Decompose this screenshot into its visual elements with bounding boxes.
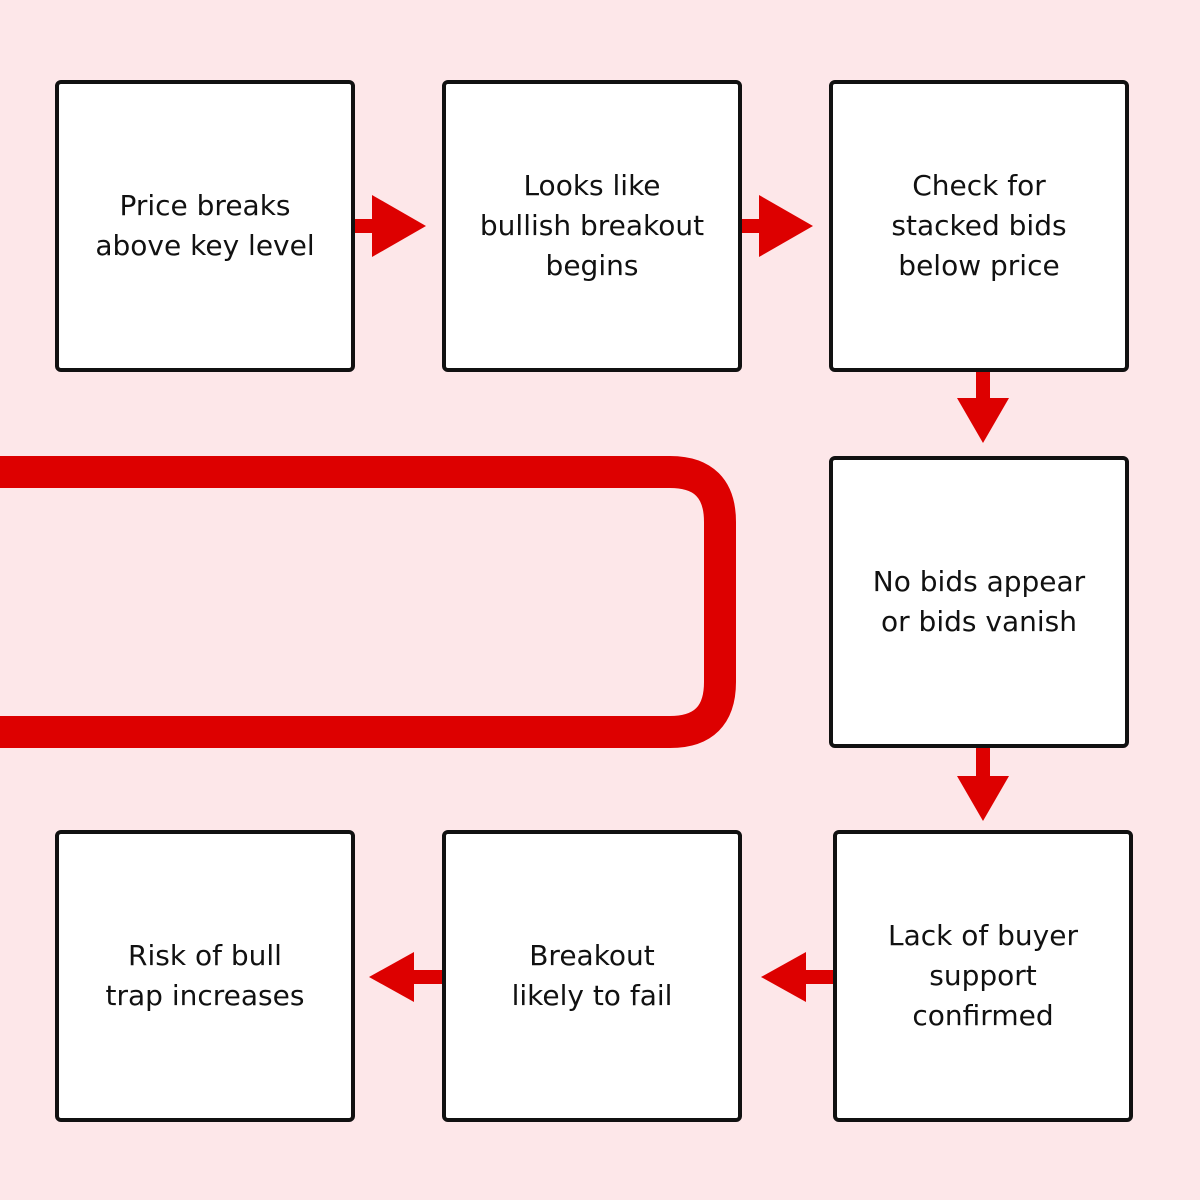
step-lack-support: Lack of buyer support confirmed: [833, 830, 1133, 1122]
step-bullish-breakout: Looks like bullish breakout begins: [442, 80, 742, 372]
arrow-bullish-breakout-to-check-bids: [742, 195, 813, 257]
arrow-price-breaks-to-bullish-breakout: [355, 195, 426, 257]
step-check-bids: Check for stacked bids below price: [829, 80, 1129, 372]
arrow-check-bids-to-no-bids: [957, 372, 1009, 443]
step-price-breaks: Price breaks above key level: [55, 80, 355, 372]
step-no-bids: No bids appear or bids vanish: [829, 456, 1129, 748]
step-breakout-fail: Breakout likely to fail: [442, 830, 742, 1122]
decorative-rounded-frame: [0, 456, 736, 748]
arrow-lack-support-to-breakout-fail: [761, 952, 833, 1002]
step-bull-trap: Risk of bull trap increases: [55, 830, 355, 1122]
arrow-breakout-fail-to-bull-trap: [369, 952, 442, 1002]
arrow-no-bids-to-lack-support: [957, 748, 1009, 821]
